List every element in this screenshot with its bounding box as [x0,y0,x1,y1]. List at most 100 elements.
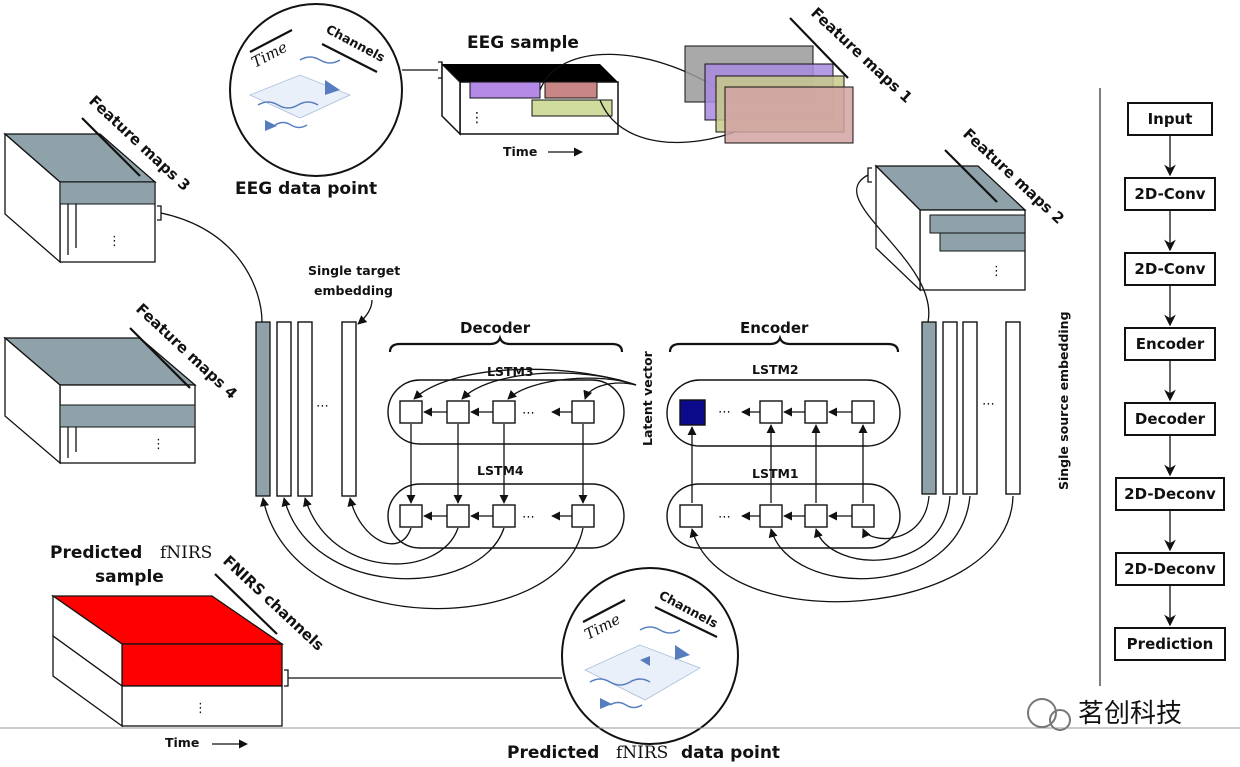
flow-step-deconv-2 [1115,552,1225,586]
target-embedding-filled [255,321,271,497]
watermark-text: 茗创科技 [1078,699,1182,729]
latent-vector-label: Latent vector [640,350,655,446]
lstm3-cell [571,400,595,424]
svg-text:⋮: ⋮ [194,701,207,716]
decoder-label: Decoder [460,319,531,337]
encoder-label: Encoder [740,319,809,337]
eeg-segment-purple [469,81,541,99]
fm4-brace [129,327,191,389]
predicted-fnirs-sample: Predicted fNIRS sample ⋮ Time FNIRS chan… [50,543,328,750]
svg-text:⋮: ⋮ [108,234,121,249]
latent-vector-cell [679,399,706,426]
lstm1-capsule [666,483,901,549]
lstm4-capsule [387,483,625,549]
svg-text:2D-Conv: 2D-Conv [1134,260,1205,278]
feature-maps-2: ⋮ Feature maps 2 [867,125,1068,292]
predicted-data-point-label-pre: Predicted [507,743,599,763]
predicted-sample-label: sample [95,567,164,587]
single-source-embedding-label: Single source embedding [1056,311,1071,490]
eeg-sample-block: EEG sample ⋮ Time [441,33,619,159]
lstm1-label: LSTM1 [752,466,799,481]
lstm1-cell [804,504,828,528]
svg-text:⋯: ⋯ [522,510,535,525]
predicted-fnirs-label: fNIRS [160,543,212,563]
predicted-data-point-lens: Time Channels [561,567,739,745]
svg-text:2D-Deconv: 2D-Deconv [1124,560,1216,578]
lstm2-label: LSTM2 [752,362,799,377]
svg-text:⋯: ⋯ [316,399,329,414]
eeg-segment-olive [531,99,613,117]
eeg-data-point-texture [248,56,352,131]
lstm3-capsule [387,379,625,445]
predicted-data-point-fnirs: fNIRS [616,743,668,763]
lstm1-cell [759,504,783,528]
svg-text:⋯: ⋯ [522,406,535,421]
decoder-brace [388,334,624,353]
single-target-label-1: Single target [308,263,400,278]
eeg-sample-label: EEG sample [467,33,579,53]
eeg-time-axis-label: Time [503,144,537,159]
svg-text:Prediction: Prediction [1127,635,1214,653]
fm2-to-source-connector [856,174,930,323]
lstm4-cell [571,504,595,528]
fm1-brace [789,17,849,79]
svg-text:Encoder: Encoder [1136,335,1205,353]
source-embedding-columns: ⋯ Single source embedding [921,311,1071,495]
svg-text:2D-Conv: 2D-Conv [1134,185,1205,203]
predicted-data-point-label-post: data point [681,743,780,763]
lstm2-cell [851,400,875,424]
single-target-label-2: embedding [314,283,393,298]
svg-text:⋯: ⋯ [718,405,731,420]
feature-maps-1: Feature maps 1 [684,4,916,144]
lstm2-cell [759,400,783,424]
single-target-embedding-column [341,321,357,497]
flow-step-encoder [1124,327,1216,361]
eeg-channels-brace [321,43,378,73]
fnirs-channels-brace [214,573,278,635]
lstm3-cell [399,400,423,424]
eeg-time-brace [249,29,293,53]
eeg-data-point-label: EEG data point [235,179,377,199]
fm3-brace [81,117,141,177]
eeg-segment-rose [544,81,598,99]
lstm3-cell [492,400,516,424]
svg-text:Decoder: Decoder [1135,410,1206,428]
svg-text:⋮: ⋮ [152,437,165,452]
flow-step-input [1127,102,1213,136]
feature-maps-3: ⋮ Feature maps 3 [3,92,194,264]
lstm4-label: LSTM4 [477,463,524,478]
lstm1-cell [851,504,875,528]
feature-maps-4: ⋮ Feature maps 4 [3,300,241,465]
lstm4-cell [446,504,470,528]
flow-step-deconv-1 [1115,477,1225,511]
flowchart: Input 2D-Conv 2D-Conv Encoder Decoder 2D… [1114,102,1226,661]
flow-step-conv-1 [1124,177,1216,211]
lstm2-capsule [666,379,901,447]
flow-step-decoder [1124,402,1216,436]
lstm3-cell [446,400,470,424]
fm3-to-target-connector [160,212,263,323]
watermark: 茗创科技 [1027,698,1182,731]
fm2-brace [944,149,998,203]
target-embedding-columns: ⋯ Single target embedding [255,263,400,497]
wechat-icon [1027,698,1057,728]
svg-text:Input: Input [1148,110,1193,128]
svg-text:⋯: ⋯ [982,397,995,412]
svg-text:⋮: ⋮ [990,264,1003,279]
lstm4-cell [492,504,516,528]
single-source-embedding-column [1005,321,1021,495]
eeg-data-point-lens: Time Channels EEG data point [229,3,403,199]
decoder-block: Decoder LSTM3 LSTM4 ⋯ ⋯ [387,319,637,549]
lstm2-cell [804,400,828,424]
lstm1-cell [679,504,703,528]
encoder-block: Encoder LSTM2 LSTM1 ⋯ ⋯ [666,319,901,549]
svg-text:2D-Deconv: 2D-Deconv [1124,485,1216,503]
svg-text:⋯: ⋯ [718,510,731,525]
flow-step-conv-2 [1124,252,1216,286]
predicted-time-axis-label: Time [165,735,199,750]
encoder-brace [668,334,900,353]
predicted-label-1: Predicted [50,543,142,563]
eeg-vertical-ellipsis: ⋮ [470,110,484,126]
lstm4-cell [399,504,423,528]
sample-to-fm1-curve-2 [599,99,741,144]
